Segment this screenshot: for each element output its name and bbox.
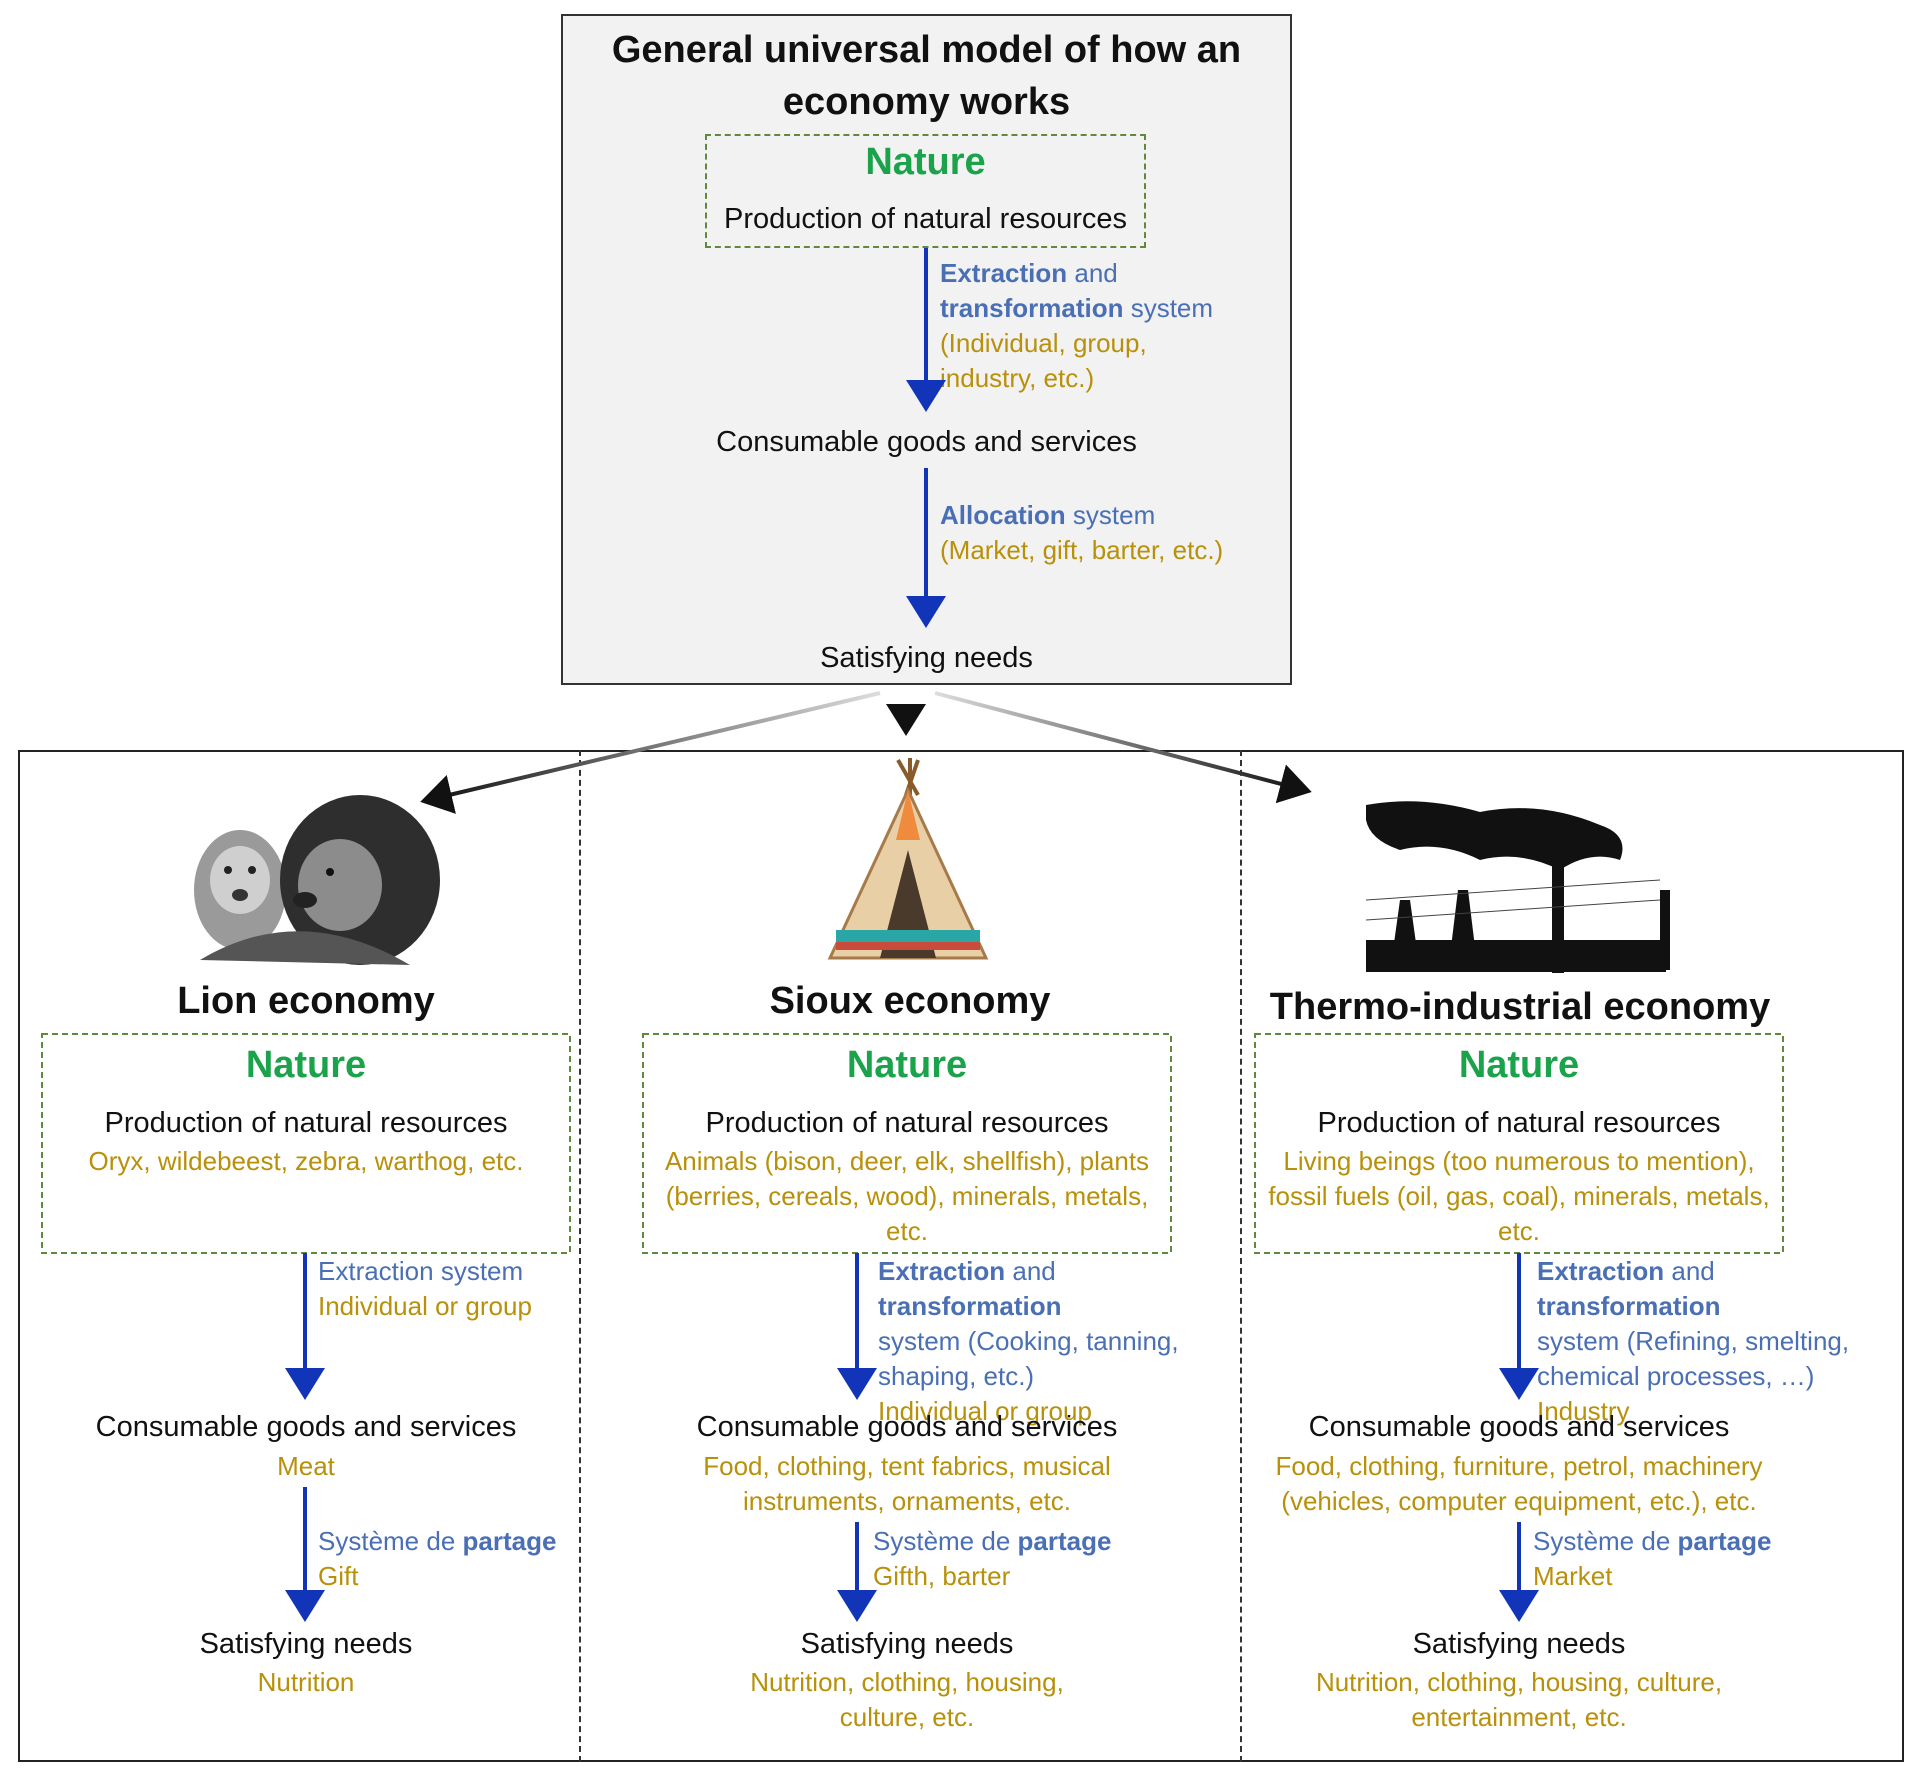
thermo-resources-line3: etc. bbox=[1498, 1216, 1540, 1246]
thermo-extraction-line4: Industry bbox=[1537, 1396, 1630, 1426]
sioux-needs-examples-line1: Nutrition, clothing, housing, bbox=[750, 1667, 1064, 1697]
lion-picture bbox=[194, 795, 440, 965]
general-needs-label: Satisfying needs bbox=[820, 642, 1033, 674]
sioux-extraction-label: Extraction and transformation system (Co… bbox=[878, 1254, 1238, 1429]
thermo-sharing-prefix: Système de bbox=[1533, 1526, 1678, 1556]
general-extraction-label: Extraction and transformation system (In… bbox=[940, 256, 1280, 396]
thermo-sharing-examples: Market bbox=[1533, 1561, 1613, 1591]
lion-sharing-bold: partage bbox=[462, 1526, 557, 1556]
general-model-title: General universal model of how an econom… bbox=[561, 24, 1292, 128]
lion-goods-examples: Meat bbox=[277, 1451, 335, 1481]
sioux-sharing-prefix: Système de bbox=[873, 1526, 1018, 1556]
sioux-transformation-bold: transformation bbox=[878, 1291, 1062, 1321]
thermo-needs-examples: Nutrition, clothing, housing, culture, e… bbox=[1255, 1665, 1783, 1735]
thermo-resources-label: Living beings (too numerous to mention),… bbox=[1245, 1144, 1793, 1249]
sioux-goods-examples-line1: Food, clothing, tent fabrics, musical bbox=[703, 1451, 1111, 1481]
sioux-extraction-line3: shaping, etc.) bbox=[878, 1361, 1035, 1391]
thermo-extraction-line3: chemical processes, …) bbox=[1537, 1361, 1815, 1391]
general-allocation-label: Allocation system (Market, gift, barter,… bbox=[940, 498, 1280, 568]
lion-extraction-line1: Extraction system bbox=[318, 1256, 524, 1286]
thermo-needs-examples-line2: entertainment, etc. bbox=[1411, 1702, 1627, 1732]
sioux-resources-line3: etc. bbox=[886, 1216, 928, 1246]
thermo-goods-examples: Food, clothing, furniture, petrol, machi… bbox=[1245, 1449, 1793, 1519]
thermo-sharing-bold: partage bbox=[1677, 1526, 1772, 1556]
sioux-sharing-bold: partage bbox=[1017, 1526, 1112, 1556]
general-extraction-examples-2: industry, etc.) bbox=[940, 363, 1095, 393]
divider-right bbox=[1240, 750, 1242, 1762]
thermo-transformation-bold: transformation bbox=[1537, 1291, 1721, 1321]
general-extraction-and: and bbox=[1067, 258, 1118, 288]
lion-goods-label: Consumable goods and services bbox=[95, 1411, 517, 1443]
sioux-resources-label: Animals (bison, deer, elk, shellfish), p… bbox=[630, 1144, 1184, 1249]
lion-sharing-examples: Gift bbox=[318, 1561, 359, 1591]
lion-sharing-label: Système de partage Gift bbox=[318, 1524, 578, 1594]
branch-arrow-lion bbox=[420, 691, 881, 814]
general-production-label: Production of natural resources bbox=[724, 203, 1127, 235]
thermo-extraction-line2: system (Refining, smelting, bbox=[1537, 1326, 1850, 1356]
sioux-sharing-examples: Gifth, barter bbox=[873, 1561, 1011, 1591]
general-nature-box bbox=[705, 134, 1146, 248]
sioux-needs-examples-line2: culture, etc. bbox=[839, 1702, 975, 1732]
sioux-sharing-label: Système de partage Gifth, barter bbox=[873, 1524, 1203, 1594]
sioux-needs-examples: Nutrition, clothing, housing, culture, e… bbox=[643, 1665, 1171, 1735]
thermo-extraction-label: Extraction and transformation system (Re… bbox=[1537, 1254, 1897, 1429]
thermo-extraction-bold: Extraction bbox=[1537, 1256, 1665, 1286]
lion-extraction-label: Extraction system Individual or group bbox=[318, 1254, 578, 1324]
divider-left bbox=[579, 750, 581, 1762]
thermo-sharing-label: Système de partage Market bbox=[1533, 1524, 1863, 1594]
sioux-resources-line2: (berries, cereals, wood), minerals, meta… bbox=[665, 1181, 1149, 1211]
general-transformation-bold: transformation bbox=[940, 293, 1124, 323]
general-goods-label: Consumable goods and services bbox=[716, 426, 1137, 458]
sioux-extraction-and: and bbox=[1005, 1256, 1056, 1286]
thermo-title: Thermo-industrial economy bbox=[1269, 986, 1771, 1028]
factory-picture bbox=[1365, 801, 1670, 973]
economies-box bbox=[18, 750, 1904, 1762]
lion-needs-label: Satisfying needs bbox=[199, 1628, 413, 1660]
thermo-goods-examples-line1: Food, clothing, furniture, petrol, machi… bbox=[1275, 1451, 1763, 1481]
sioux-extraction-bold: Extraction bbox=[878, 1256, 1006, 1286]
sioux-goods-label: Consumable goods and services bbox=[696, 1411, 1118, 1443]
sioux-extraction-line2: system (Cooking, tanning, bbox=[878, 1326, 1179, 1356]
general-allocation-rest: system bbox=[1065, 500, 1156, 530]
lion-nature-label: Nature bbox=[245, 1044, 367, 1086]
sioux-resources-line1: Animals (bison, deer, elk, shellfish), p… bbox=[664, 1146, 1150, 1176]
branch-arrow-thermo bbox=[934, 691, 1312, 804]
sioux-extraction-line4: Individual or group bbox=[878, 1396, 1092, 1426]
thermo-nature-label: Nature bbox=[1458, 1044, 1580, 1086]
sioux-title: Sioux economy bbox=[769, 980, 1051, 1022]
lion-extraction-line2: Individual or group bbox=[318, 1291, 532, 1321]
general-extraction-examples-1: (Individual, group, bbox=[940, 328, 1147, 358]
thermo-resources-line2: fossil fuels (oil, gas, coal), minerals,… bbox=[1268, 1181, 1770, 1211]
sioux-nature-label: Nature bbox=[846, 1044, 968, 1086]
lion-needs-examples: Nutrition bbox=[257, 1667, 355, 1697]
sioux-needs-label: Satisfying needs bbox=[800, 1628, 1014, 1660]
sioux-nature-box bbox=[642, 1033, 1172, 1254]
sioux-production-label: Production of natural resources bbox=[705, 1107, 1109, 1139]
thermo-needs-label: Satisfying needs bbox=[1412, 1628, 1626, 1660]
thermo-extraction-and: and bbox=[1664, 1256, 1715, 1286]
thermo-resources-line1: Living beings (too numerous to mention), bbox=[1283, 1146, 1755, 1176]
lion-production-label: Production of natural resources bbox=[104, 1107, 508, 1139]
thermo-goods-examples-line2: (vehicles, computer equipment, etc.), et… bbox=[1281, 1486, 1757, 1516]
general-allocation-bold: Allocation bbox=[940, 500, 1066, 530]
lion-resources-label: Oryx, wildebeest, zebra, warthog, etc. bbox=[88, 1146, 524, 1176]
sioux-goods-examples: Food, clothing, tent fabrics, musical in… bbox=[630, 1449, 1184, 1519]
general-nature-label: Nature bbox=[865, 141, 986, 183]
lion-title: Lion economy bbox=[177, 980, 435, 1022]
tipi-picture bbox=[827, 758, 989, 960]
thermo-needs-examples-line1: Nutrition, clothing, housing, culture, bbox=[1315, 1667, 1723, 1697]
general-allocation-examples: (Market, gift, barter, etc.) bbox=[940, 535, 1224, 565]
lion-sharing-prefix: Système de bbox=[318, 1526, 463, 1556]
thermo-goods-label: Consumable goods and services bbox=[1308, 1411, 1730, 1443]
general-transformation-rest: system bbox=[1123, 293, 1214, 323]
sioux-goods-examples-line2: instruments, ornaments, etc. bbox=[742, 1486, 1072, 1516]
general-extraction-bold: Extraction bbox=[940, 258, 1068, 288]
general-title-line2: economy works bbox=[782, 81, 1071, 123]
thermo-production-label: Production of natural resources bbox=[1317, 1107, 1721, 1139]
general-title-line1: General universal model of how an bbox=[611, 29, 1242, 71]
